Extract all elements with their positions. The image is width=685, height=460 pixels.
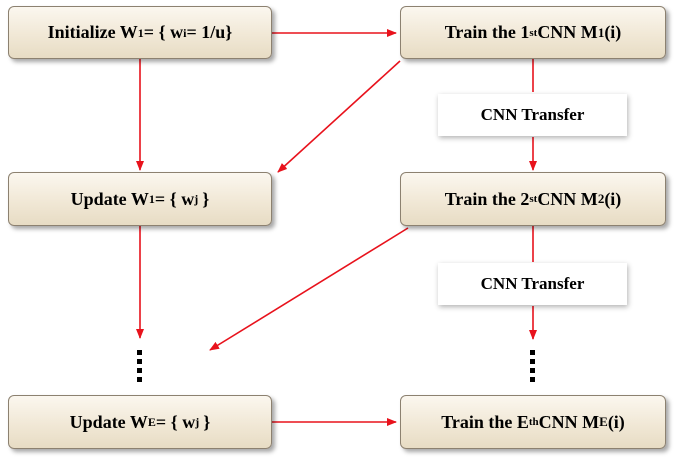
node-text-suffix: (i) [604, 22, 622, 42]
node-text-mid: = { w [155, 411, 196, 432]
ellipsis-right [530, 350, 536, 382]
node-text-prefix: Initialize W [47, 22, 138, 42]
node-text-prefix: Update W [69, 411, 148, 432]
node-text-prefix: Update W [70, 188, 149, 209]
node-text-mid: CNN M [537, 22, 598, 42]
node-text-suffix: (i) [607, 411, 625, 432]
node-text-prefix: Train the 2 [444, 188, 530, 209]
transfer-label-text: CNN Transfer [480, 105, 585, 124]
node-text-mid: = { w [143, 22, 184, 42]
node-text-mid: = { w [154, 188, 195, 209]
node-text-mid: CNN M [538, 411, 600, 432]
node-text-prefix: Train the 1 [444, 22, 530, 42]
node-text-suffix: (i) [604, 188, 622, 209]
ellipsis-left [137, 350, 143, 382]
node-text-suffix: = 1/u} [186, 22, 233, 42]
node-text-prefix: Train the E [441, 411, 529, 432]
node-text-suffix: } [202, 188, 210, 209]
node-text-suffix: } [203, 411, 211, 432]
transfer-label-text: CNN Transfer [480, 274, 585, 293]
arrow-train2-to-dots [209, 227, 409, 351]
cnn-transfer-label-2: CNN Transfer [438, 263, 627, 305]
arrow-train1-to-update1 [277, 60, 401, 173]
node-text-mid: CNN M [537, 188, 598, 209]
cnn-transfer-label-1: CNN Transfer [438, 94, 627, 136]
